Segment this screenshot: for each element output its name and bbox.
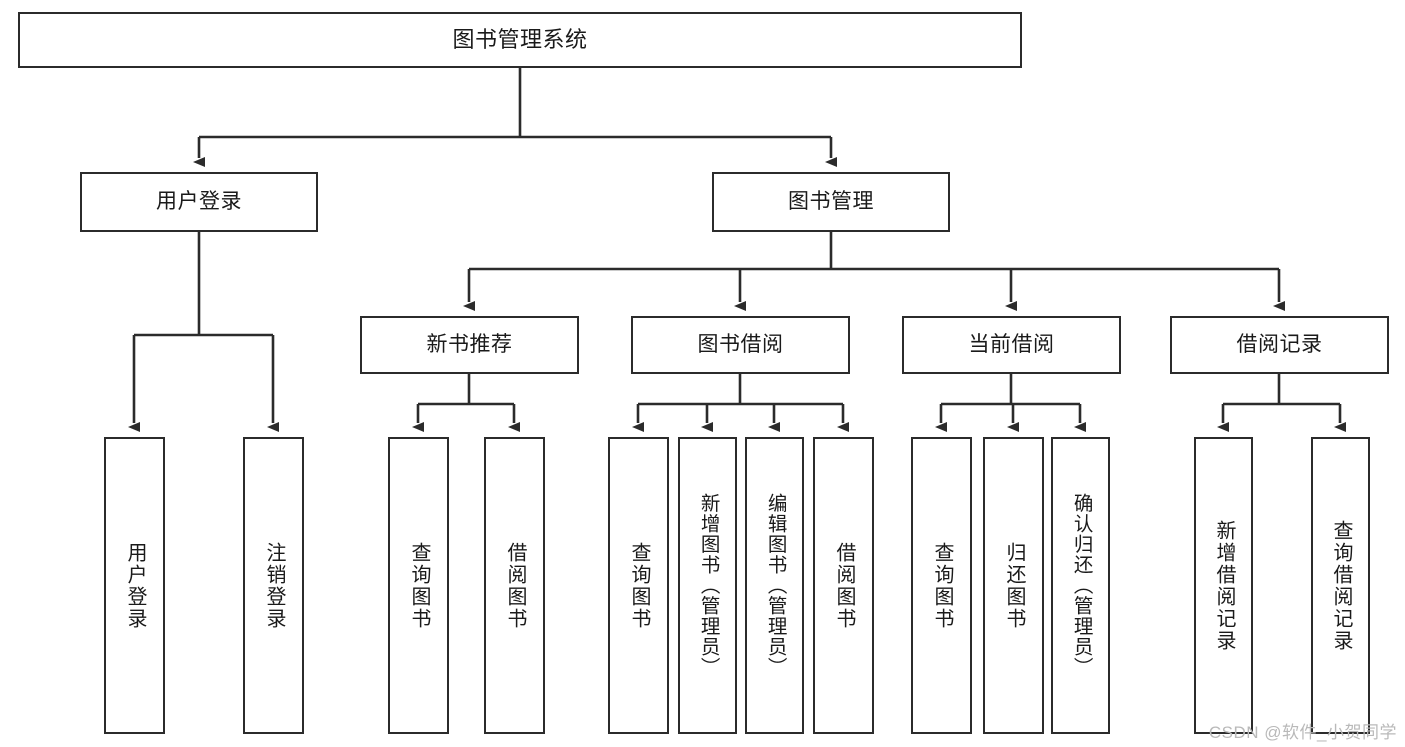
csdn-watermark: CSDN @软件_小贺同学 [1208, 723, 1397, 742]
leaf-borrow-book-recommend[interactable]: 借阅图书 [484, 437, 545, 734]
leaf-user-login[interactable]: 用户登录 [104, 437, 165, 734]
node-book-manage[interactable]: 图书管理 [712, 172, 950, 232]
leaf-query-book-recommend[interactable]: 查询图书 [388, 437, 449, 734]
node-borrow-record[interactable]: 借阅记录 [1170, 316, 1389, 374]
leaf-edit-book-admin[interactable]: 编辑图书（管理员） [745, 437, 804, 734]
node-root[interactable]: 图书管理系统 [18, 12, 1022, 68]
leaf-borrow-book-borrow[interactable]: 借阅图书 [813, 437, 874, 734]
leaf-query-book-current[interactable]: 查询图书 [911, 437, 972, 734]
leaf-return-book[interactable]: 归还图书 [983, 437, 1044, 734]
leaf-add-book-admin[interactable]: 新增图书（管理员） [678, 437, 737, 734]
leaf-add-borrow-record[interactable]: 新增借阅记录 [1194, 437, 1253, 734]
leaf-query-borrow-record[interactable]: 查询借阅记录 [1311, 437, 1370, 734]
leaf-confirm-return-admin[interactable]: 确认归还（管理员） [1051, 437, 1110, 734]
node-new-book-recommend[interactable]: 新书推荐 [360, 316, 579, 374]
node-book-borrow[interactable]: 图书借阅 [631, 316, 850, 374]
leaf-query-book-borrow[interactable]: 查询图书 [608, 437, 669, 734]
node-user-login[interactable]: 用户登录 [80, 172, 318, 232]
node-current-borrow[interactable]: 当前借阅 [902, 316, 1121, 374]
leaf-user-logout[interactable]: 注销登录 [243, 437, 304, 734]
